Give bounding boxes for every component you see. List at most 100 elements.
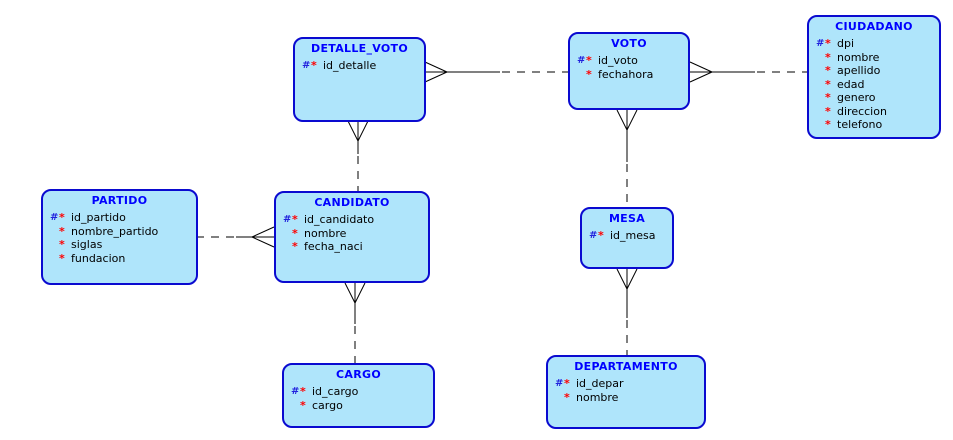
required-marker: *	[825, 37, 831, 50]
attribute-row: * siglas	[50, 238, 196, 252]
attribute-row: * fundacion	[50, 252, 196, 266]
attribute-name: nombre	[837, 50, 880, 64]
entity-title: MESA	[608, 212, 646, 225]
required-marker: *	[825, 104, 831, 118]
attribute-name: genero	[837, 91, 876, 104]
entity-ciudadano[interactable]: CIUDADANO # * dpi * nombre * apellido * …	[807, 15, 941, 139]
attribute-name: fechahora	[598, 67, 654, 81]
key-marker: #	[50, 212, 59, 223]
attribute-row: * genero	[816, 91, 939, 105]
required-marker: *	[598, 229, 604, 242]
required-marker: *	[59, 224, 65, 238]
attribute-row: # * id_depar	[555, 377, 704, 391]
entity-mesa[interactable]: MESA # * id_mesa	[580, 207, 674, 269]
attribute-name: fecha_naci	[304, 240, 363, 253]
key-marker	[816, 105, 825, 119]
required-marker: *	[586, 54, 592, 67]
required-marker: *	[825, 91, 831, 104]
attribute-row: # * id_voto	[577, 54, 688, 68]
relationship-voto-ciudadano[interactable]	[689, 61, 807, 83]
entity-partido[interactable]: PARTIDO # * id_partido * nombre_partido …	[41, 189, 198, 285]
key-marker: #	[302, 60, 311, 71]
attribute-row: * fecha_naci	[283, 240, 428, 254]
attribute-row: * telefono	[816, 118, 939, 132]
relationship-detalle_voto-candidato[interactable]	[347, 120, 369, 191]
attribute-name: edad	[837, 77, 865, 91]
key-marker	[283, 227, 292, 241]
entity-title: DETALLE_VOTO	[311, 42, 408, 55]
required-marker: *	[825, 50, 831, 64]
key-marker	[577, 68, 586, 82]
entity-departamento[interactable]: DEPARTAMENTO # * id_depar * nombre	[546, 355, 706, 429]
required-marker: *	[59, 251, 65, 265]
attribute-name: direccion	[837, 104, 887, 118]
attribute-row: * edad	[816, 78, 939, 92]
required-marker: *	[564, 390, 570, 404]
key-marker: #	[291, 386, 300, 397]
entity-title: DEPARTAMENTO	[574, 360, 678, 373]
attribute-row: * nombre_partido	[50, 225, 196, 239]
relationship-candidato-partido[interactable]	[198, 226, 275, 248]
attribute-name: id_voto	[598, 54, 638, 67]
key-marker: #	[555, 378, 564, 389]
entity-title: CIUDADANO	[835, 20, 913, 33]
required-marker: *	[292, 213, 298, 226]
required-marker: *	[564, 377, 570, 390]
attribute-row: # * id_mesa	[589, 229, 672, 243]
key-marker	[50, 238, 59, 252]
entity-detalle-voto[interactable]: DETALLE_VOTO # * id_detalle	[293, 37, 426, 122]
entity-title: VOTO	[611, 37, 647, 50]
required-marker: *	[292, 240, 298, 253]
key-marker: #	[816, 38, 825, 49]
entity-title: CARGO	[336, 368, 381, 381]
attribute-name: siglas	[71, 238, 103, 251]
attribute-row: # * dpi	[816, 37, 939, 51]
attribute-name: fundacion	[71, 251, 126, 265]
attribute-row: * direccion	[816, 105, 939, 119]
relationship-detalle_voto-voto[interactable]	[424, 61, 568, 83]
attribute-name: id_cargo	[312, 385, 359, 398]
required-marker: *	[300, 398, 306, 412]
key-marker	[283, 240, 292, 254]
entity-title: PARTIDO	[91, 194, 148, 207]
entity-voto[interactable]: VOTO # * id_voto * fechahora	[568, 32, 690, 110]
key-marker: #	[589, 230, 598, 241]
key-marker	[555, 391, 564, 405]
key-marker: #	[283, 214, 292, 225]
required-marker: *	[292, 226, 298, 240]
key-marker	[50, 252, 59, 266]
attribute-name: cargo	[312, 398, 343, 412]
attribute-row: # * id_detalle	[302, 59, 424, 73]
key-marker	[816, 51, 825, 65]
attribute-name: id_mesa	[610, 229, 656, 242]
attribute-row: # * id_candidato	[283, 213, 428, 227]
required-marker: *	[586, 67, 592, 81]
required-marker: *	[825, 64, 831, 77]
attribute-name: id_detalle	[323, 59, 377, 72]
relationship-voto-mesa[interactable]	[616, 109, 638, 207]
attribute-name: id_depar	[576, 377, 624, 390]
attribute-name: nombre_partido	[71, 224, 159, 238]
attribute-name: nombre	[576, 390, 619, 404]
key-marker	[816, 118, 825, 132]
attribute-row: # * id_partido	[50, 211, 196, 225]
relationship-candidato-cargo[interactable]	[344, 282, 366, 363]
attribute-row: * apellido	[816, 64, 939, 78]
required-marker: *	[300, 385, 306, 398]
required-marker: *	[59, 211, 65, 224]
required-marker: *	[59, 238, 65, 251]
attribute-row: * nombre	[283, 227, 428, 241]
key-marker	[816, 91, 825, 105]
attribute-name: nombre	[304, 226, 347, 240]
attribute-name: dpi	[837, 37, 855, 50]
attribute-name: apellido	[837, 64, 881, 77]
entity-candidato[interactable]: CANDIDATO # * id_candidato * nombre * fe…	[274, 191, 430, 283]
key-marker	[291, 399, 300, 413]
relationship-mesa-departamento[interactable]	[616, 268, 638, 355]
key-marker: #	[577, 55, 586, 66]
attribute-row: # * id_cargo	[291, 385, 433, 399]
attribute-row: * fechahora	[577, 68, 688, 82]
entity-cargo[interactable]: CARGO # * id_cargo * cargo	[282, 363, 435, 428]
